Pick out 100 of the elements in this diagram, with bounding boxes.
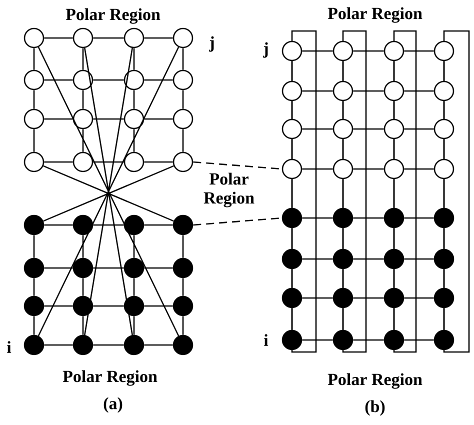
grid-line <box>144 224 173 226</box>
region-label: Polar Region <box>62 370 158 386</box>
grid-line <box>291 228 293 249</box>
grid-point <box>172 296 194 316</box>
grid-point <box>332 40 354 62</box>
index-label: i <box>264 334 268 346</box>
grid-line <box>182 48 184 70</box>
grid-line <box>44 344 73 346</box>
grid-point <box>434 40 454 62</box>
grid-line <box>144 118 173 120</box>
grid-line <box>342 101 344 119</box>
grid-point <box>172 70 194 90</box>
grid-point <box>124 152 144 172</box>
grid-line <box>82 278 84 296</box>
grid-line <box>291 179 293 208</box>
grid-point <box>282 248 302 270</box>
grid-line <box>93 161 124 163</box>
grid-line <box>302 339 333 341</box>
grid-point <box>124 70 144 90</box>
grid-point <box>24 258 44 278</box>
grid-point <box>72 70 94 90</box>
grid-line <box>82 48 84 70</box>
grid-line <box>353 50 384 52</box>
grid-point <box>434 208 454 228</box>
grid-line <box>342 179 344 208</box>
grid-line <box>342 269 344 288</box>
grid-line <box>404 339 434 341</box>
region-label: Polar Region <box>328 7 422 23</box>
grid-point <box>434 288 454 308</box>
grid-line <box>44 224 73 226</box>
grid-line <box>393 179 395 208</box>
grid-line <box>443 101 445 119</box>
grid-line <box>291 269 293 288</box>
dashed-line <box>193 217 282 226</box>
grid-line <box>93 118 124 120</box>
grid-line <box>353 128 384 130</box>
grid-point <box>332 80 354 102</box>
grid-line <box>404 128 434 130</box>
grid-line <box>182 90 184 109</box>
grid-line <box>93 37 124 39</box>
grid-point <box>124 258 144 278</box>
grid-point <box>434 158 454 180</box>
grid-line <box>443 61 445 81</box>
grid-point <box>332 158 354 180</box>
grid-line <box>291 61 293 81</box>
grid-line <box>443 228 445 249</box>
grid-point <box>72 214 94 236</box>
grid-point <box>24 108 44 130</box>
grid-line <box>291 139 293 159</box>
grid-point <box>384 208 404 228</box>
grid-line <box>182 129 184 152</box>
grid-point <box>282 40 302 62</box>
grid-point <box>24 296 44 316</box>
grid-point <box>384 80 404 102</box>
grid-point <box>72 152 94 172</box>
grid-point <box>172 334 194 356</box>
grid-point <box>434 80 454 102</box>
grid-line <box>302 90 333 92</box>
grid-line <box>44 37 73 39</box>
region-label: Polar Region <box>328 373 422 389</box>
grid-line <box>93 344 124 346</box>
region-label: Polar Region <box>204 172 254 208</box>
grid-line <box>144 344 173 346</box>
grid-line <box>133 48 135 70</box>
grid-point <box>124 108 144 130</box>
grid-line <box>443 269 445 288</box>
grid-line <box>182 278 184 296</box>
grid-line <box>82 129 84 152</box>
grid-line <box>353 258 384 260</box>
grid-point <box>282 118 302 140</box>
grid-line <box>133 90 135 109</box>
grid-line <box>144 37 173 39</box>
grid-line <box>144 79 173 81</box>
grid-line <box>82 90 84 109</box>
grid-point <box>124 214 144 236</box>
grid-line <box>144 305 173 307</box>
grid-point <box>282 288 302 308</box>
grid-point <box>332 118 354 140</box>
pole-crossing-lines <box>38 46 180 336</box>
grid-line <box>182 316 184 335</box>
grid-line <box>93 267 124 269</box>
grid-line <box>404 217 434 219</box>
index-label: j <box>209 36 214 52</box>
grid-line <box>33 129 35 152</box>
dashed-line <box>193 161 282 170</box>
grid-point <box>384 40 404 62</box>
grid-line <box>353 297 384 299</box>
grid-line <box>302 217 333 219</box>
grid-point <box>282 158 302 180</box>
grid-point <box>124 28 144 48</box>
grid-point <box>332 330 354 350</box>
grid-line <box>33 278 35 296</box>
grid-line <box>443 179 445 208</box>
grid-point <box>384 330 404 350</box>
grid-line <box>353 168 384 170</box>
grid-point <box>384 158 404 180</box>
grid-line <box>93 79 124 81</box>
grid-line <box>44 305 73 307</box>
grid-line <box>133 316 135 335</box>
grid-point <box>24 214 44 236</box>
